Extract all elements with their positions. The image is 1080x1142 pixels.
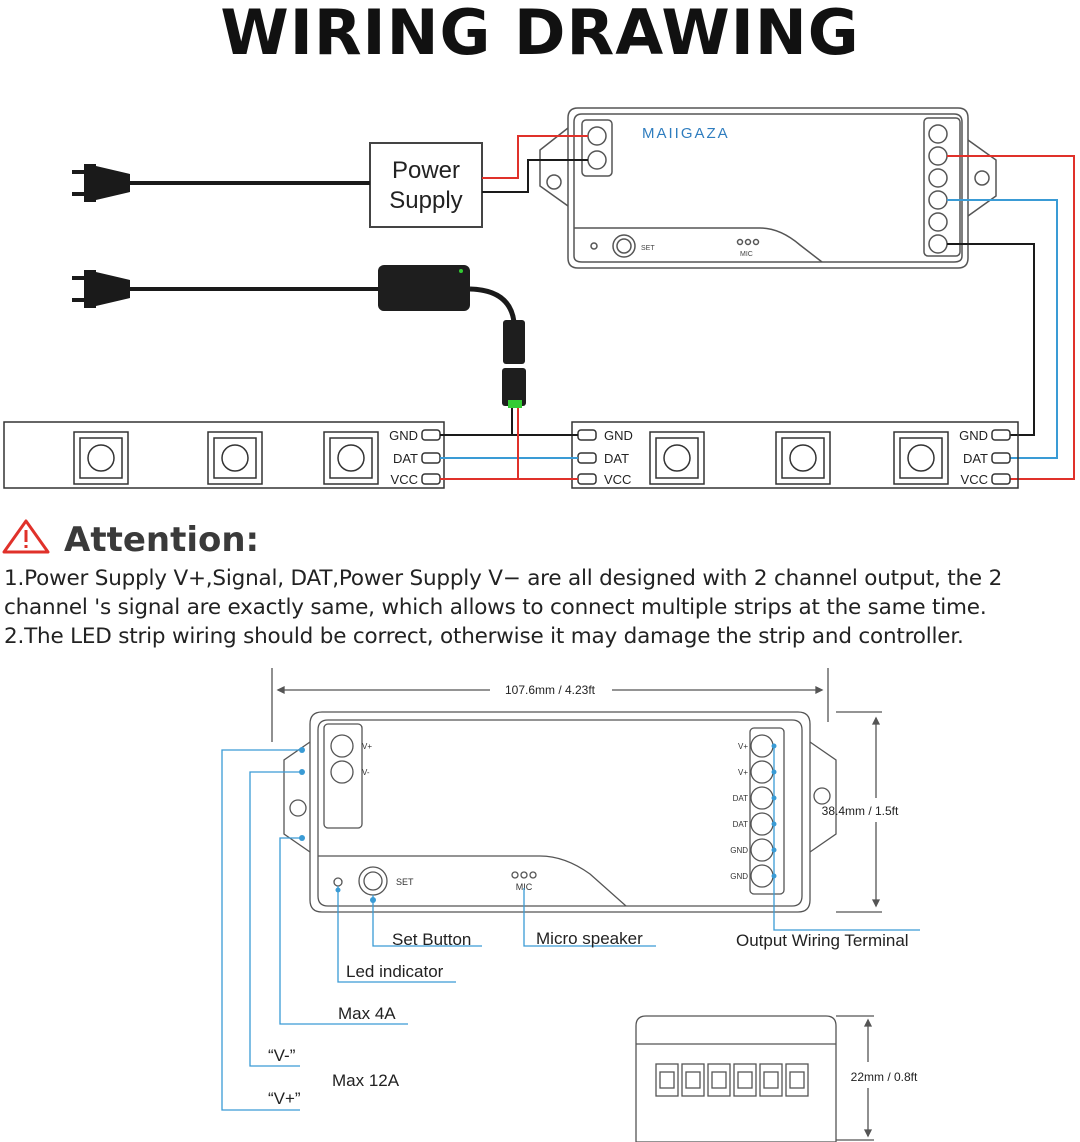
power-supply-box (369, 142, 483, 228)
strip2-dat-left: DAT (604, 451, 629, 466)
strip2-vcc-right: VCC (961, 472, 988, 487)
strip2-dat-right: DAT (963, 451, 988, 466)
attention-line-1: 1.Power Supply V+,Signal, DAT,Power Supp… (4, 566, 1003, 591)
dim-depth: 22mm / 0.8ft (851, 1070, 918, 1084)
led-strip-2 (571, 421, 1019, 489)
controller-side-view (635, 1015, 874, 1142)
callout-max-12a: Max 12A (332, 1071, 400, 1090)
power-supply-label-2: Supply (389, 187, 462, 214)
callout-micro-speaker: Micro speaker (536, 929, 643, 948)
attention-heading: Attention: (6, 518, 259, 562)
out-pin-2: V+ (738, 768, 748, 777)
controller-dimension-drawing (271, 668, 882, 913)
power-adapter (378, 265, 526, 408)
attention-line-2: channel 's signal are exactly same, whic… (4, 595, 987, 620)
out-pin-6: GND (730, 872, 748, 881)
strip2-vcc-left: VCC (604, 472, 631, 487)
dim-height: 38.4mm / 1.5ft (822, 804, 899, 818)
out-pin-3: DAT (733, 794, 749, 803)
strip2-gnd-left: GND (604, 428, 633, 443)
strip2-gnd-right: GND (959, 428, 988, 443)
strip1-gnd: GND (389, 428, 418, 443)
page-title: WIRING DRAWING (220, 0, 860, 69)
top-wires (482, 135, 1075, 480)
led-strip-1 (3, 421, 445, 489)
callout-dots (299, 743, 777, 903)
callout-lines (221, 746, 920, 1111)
pin-v-plus: V+ (362, 742, 372, 751)
controller-top (539, 107, 997, 269)
callout-max-4a: Max 4A (338, 1004, 396, 1023)
strip1-dat: DAT (393, 451, 418, 466)
set-label-top: SET (641, 245, 655, 252)
callout-output-terminal: Output Wiring Terminal (736, 931, 909, 950)
power-supply-label-1: Power (392, 157, 460, 184)
mic-label-bottom: MIC (516, 882, 533, 892)
out-pin-4: DAT (733, 820, 749, 829)
out-pin-1: V+ (738, 742, 748, 751)
strip1-vcc: VCC (391, 472, 418, 487)
warning-icon (2, 519, 50, 554)
plug-icon (72, 164, 130, 308)
attention-line-3: 2.The LED strip wiring should be correct… (4, 624, 964, 649)
set-label-bottom: SET (396, 877, 414, 887)
callout-v-plus: “V+” (268, 1089, 301, 1108)
callout-led-indicator: Led indicator (346, 962, 444, 981)
strip-wires (440, 408, 578, 480)
callout-v-minus: “V-” (268, 1046, 296, 1065)
mic-label-top: MIC (740, 251, 753, 258)
callout-set-button: Set Button (392, 930, 471, 949)
pin-v-minus: V- (362, 768, 370, 777)
brand-logo: MAIIGAZA (642, 125, 730, 142)
dim-width: 107.6mm / 4.23ft (505, 683, 596, 697)
out-pin-5: GND (730, 846, 748, 855)
attention-title: Attention: (64, 520, 260, 560)
